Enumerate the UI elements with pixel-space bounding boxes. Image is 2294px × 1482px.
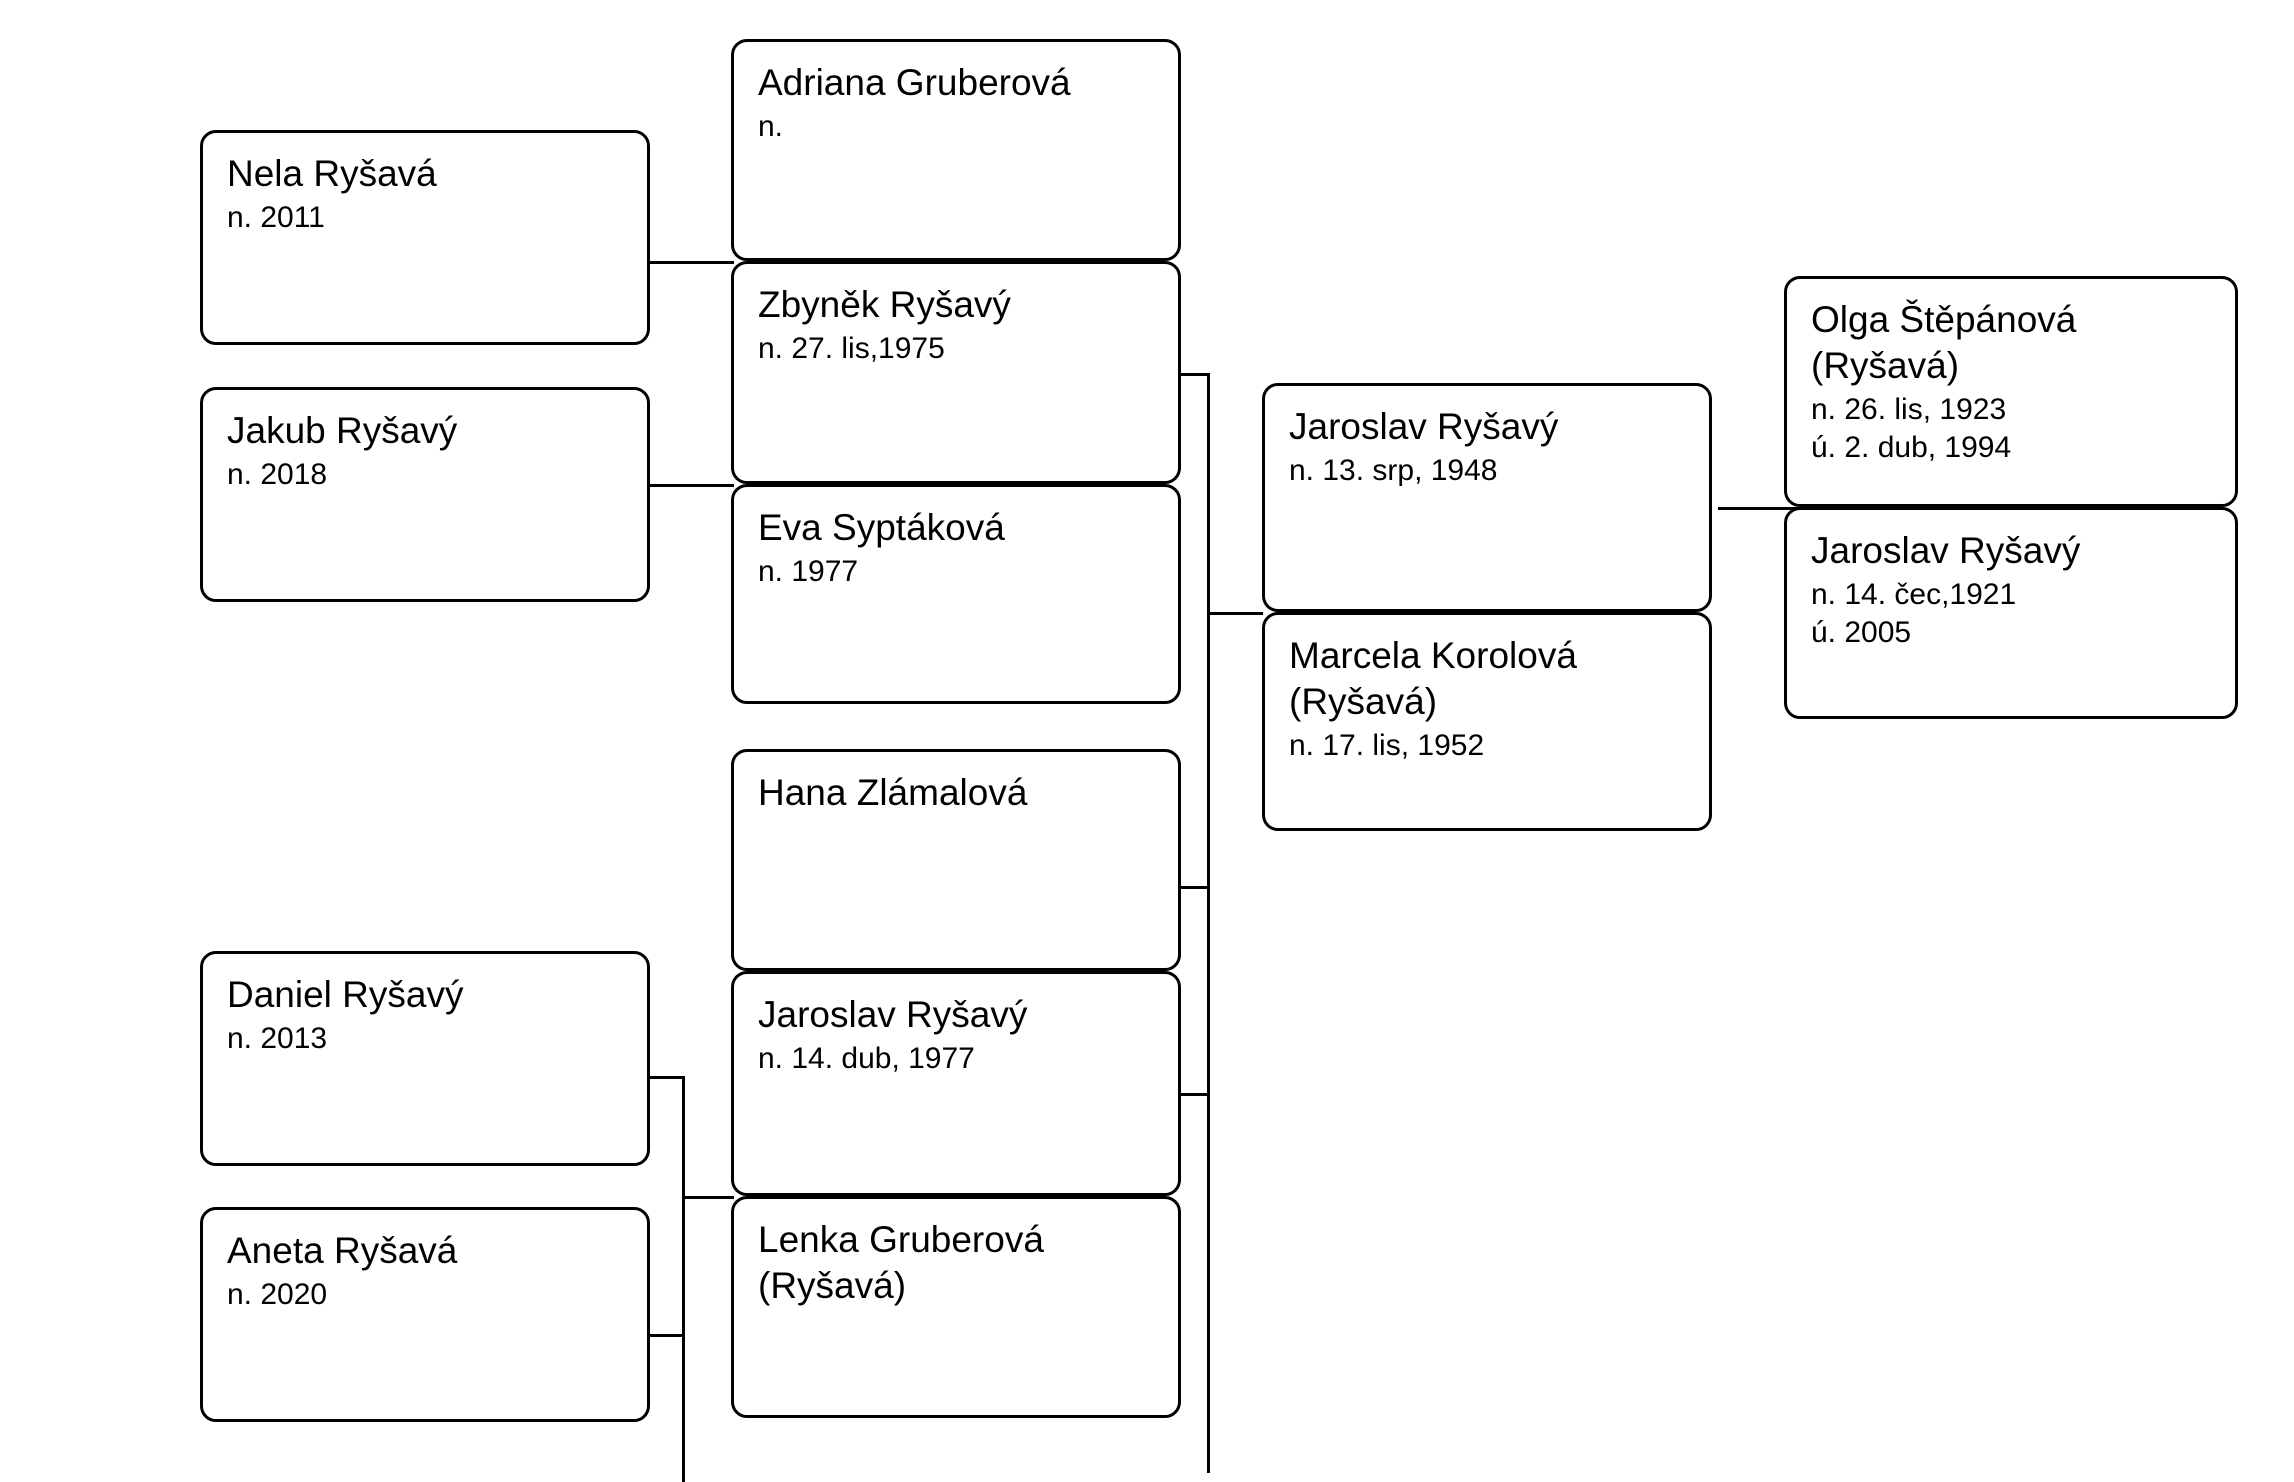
- connector-couple-bus-upper: [1207, 373, 1210, 1473]
- person-name: Jaroslav Ryšavý: [1811, 530, 2081, 571]
- person-dates: n. 2020: [227, 1278, 328, 1311]
- person-node-adriana[interactable]: Adriana Gruberová n.: [731, 39, 1181, 261]
- person-name: Zbyněk Ryšavý: [758, 284, 1011, 325]
- person-name: Jaroslav Ryšavý: [758, 994, 1028, 1035]
- connector-bus-to-jaroslav77-lenka: [682, 1196, 734, 1199]
- person-node-zbynek[interactable]: Zbyněk Ryšavý n. 27. lis,1975: [731, 261, 1181, 484]
- connector-jaroslav48-to-grandparents: [1718, 507, 1818, 510]
- person-name: Olga Štěpánová (Ryšavá): [1811, 299, 2077, 386]
- connector-jaroslav77-bus-stub: [1160, 886, 1210, 889]
- person-dates: n.: [758, 110, 784, 143]
- person-dates: n. 27. lis,1975: [758, 332, 945, 365]
- connector-jakub-parents: [648, 484, 734, 487]
- connector-nela-parents: [648, 261, 734, 264]
- person-dates: n. 14. čec,1921 ú. 2005: [1811, 578, 2017, 649]
- person-name: Adriana Gruberová: [758, 62, 1071, 103]
- person-dates: n. 2018: [227, 458, 328, 491]
- person-name: Marcela Korolová (Ryšavá): [1289, 635, 1577, 722]
- person-name: Aneta Ryšavá: [227, 1230, 458, 1271]
- person-dates: n. 1977: [758, 555, 859, 588]
- person-name: Eva Syptáková: [758, 507, 1005, 548]
- person-node-olga[interactable]: Olga Štěpánová (Ryšavá) n. 26. lis, 1923…: [1784, 276, 2238, 507]
- person-dates: n. 26. lis, 1923 ú. 2. dub, 1994: [1811, 393, 2012, 464]
- person-node-nela[interactable]: Nela Ryšavá n. 2011: [200, 130, 650, 345]
- connector-hana-bus-stub: [1160, 1093, 1210, 1096]
- connector-aneta-stub: [648, 1334, 684, 1337]
- person-node-eva[interactable]: Eva Syptáková n. 1977: [731, 484, 1181, 704]
- person-name: Nela Ryšavá: [227, 153, 437, 194]
- person-name: Jaroslav Ryšavý: [1289, 406, 1559, 447]
- connector-daniel-stub: [648, 1076, 684, 1079]
- connector-bus-to-jaroslav48: [1207, 612, 1263, 615]
- person-node-daniel[interactable]: Daniel Ryšavý n. 2013: [200, 951, 650, 1166]
- person-node-aneta[interactable]: Aneta Ryšavá n. 2020: [200, 1207, 650, 1422]
- person-dates: n. 14. dub, 1977: [758, 1042, 975, 1075]
- connector-zbynek-bus-stub: [1160, 373, 1210, 376]
- person-node-jakub[interactable]: Jakub Ryšavý n. 2018: [200, 387, 650, 602]
- person-dates: n. 2011: [227, 201, 325, 234]
- person-node-jaroslav-1977[interactable]: Jaroslav Ryšavý n. 14. dub, 1977: [731, 971, 1181, 1196]
- person-dates: n. 2013: [227, 1022, 328, 1055]
- person-name: Hana Zlámalová: [758, 772, 1028, 813]
- person-node-hana[interactable]: Hana Zlámalová: [731, 749, 1181, 971]
- person-name: Lenka Gruberová (Ryšavá): [758, 1219, 1044, 1306]
- connector-children-bus-lower: [682, 1076, 685, 1482]
- person-node-jaroslav-1948[interactable]: Jaroslav Ryšavý n. 13. srp, 1948: [1262, 383, 1712, 612]
- person-name: Jakub Ryšavý: [227, 410, 458, 451]
- person-node-lenka[interactable]: Lenka Gruberová (Ryšavá): [731, 1196, 1181, 1418]
- person-name: Daniel Ryšavý: [227, 974, 464, 1015]
- person-dates: n. 17. lis, 1952: [1289, 729, 1485, 762]
- person-node-jaroslav-1921[interactable]: Jaroslav Ryšavý n. 14. čec,1921 ú. 2005: [1784, 507, 2238, 719]
- person-dates: n. 13. srp, 1948: [1289, 454, 1498, 487]
- person-node-marcela[interactable]: Marcela Korolová (Ryšavá) n. 17. lis, 19…: [1262, 612, 1712, 831]
